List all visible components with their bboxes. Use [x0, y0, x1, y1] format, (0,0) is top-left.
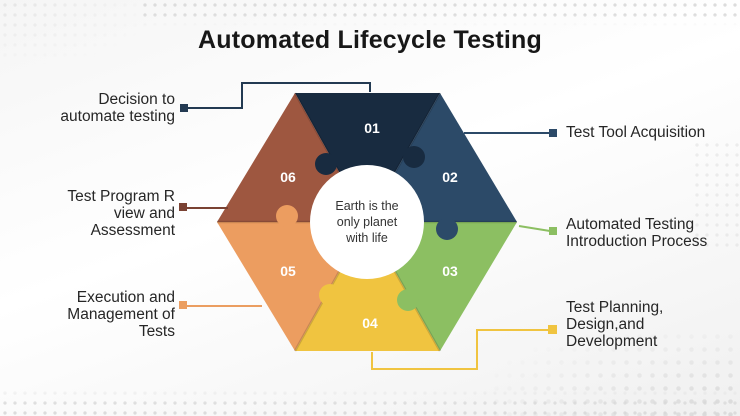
label-test-tool-acquisition: Test Tool Acquisition: [566, 124, 706, 141]
label-execution-management: Execution and Management of Tests: [67, 289, 175, 340]
label-automated-testing-intro: Automated Testing Introduction Process: [566, 216, 708, 250]
piece-06-number: 06: [280, 169, 296, 185]
piece-04-number: 04: [362, 315, 378, 331]
piece-02-number: 02: [442, 169, 458, 185]
connector-automated-testing: [518, 225, 551, 232]
marker-test-planning: [548, 325, 557, 334]
center-circle: [310, 165, 424, 279]
puzzle-knob-05-into-06: [276, 205, 298, 227]
piece-01-number: 01: [364, 120, 380, 136]
puzzle-knob-01-into-06: [315, 153, 337, 175]
piece-05-number: 05: [280, 263, 296, 279]
puzzle-knob-04-into-05: [319, 284, 341, 306]
connector-decision: [185, 82, 371, 109]
marker-automated-testing: [549, 227, 557, 235]
puzzle-knob-03-into-04: [397, 289, 419, 311]
piece-03-number: 03: [442, 263, 458, 279]
marker-execution: [179, 301, 187, 309]
connector-test-planning: [371, 329, 548, 370]
piece-04-segment: [295, 222, 440, 351]
page-title: Automated Lifecycle Testing: [198, 26, 542, 54]
label-test-planning-design: Test Planning, Design,and Development: [566, 299, 664, 350]
label-decision-to-automate: Decision to automate testing: [60, 91, 175, 125]
puzzle-knob-02-into-03: [436, 218, 458, 240]
puzzle-knob-01-into-02: [403, 146, 425, 168]
center-text: Earth is the only planet with life: [335, 199, 399, 245]
marker-test-tool: [549, 129, 557, 137]
piece-01-segment: [295, 93, 440, 222]
marker-test-program: [179, 203, 187, 211]
label-test-program-review: Test Program R view and Assessment: [67, 188, 175, 239]
marker-decision: [180, 104, 188, 112]
